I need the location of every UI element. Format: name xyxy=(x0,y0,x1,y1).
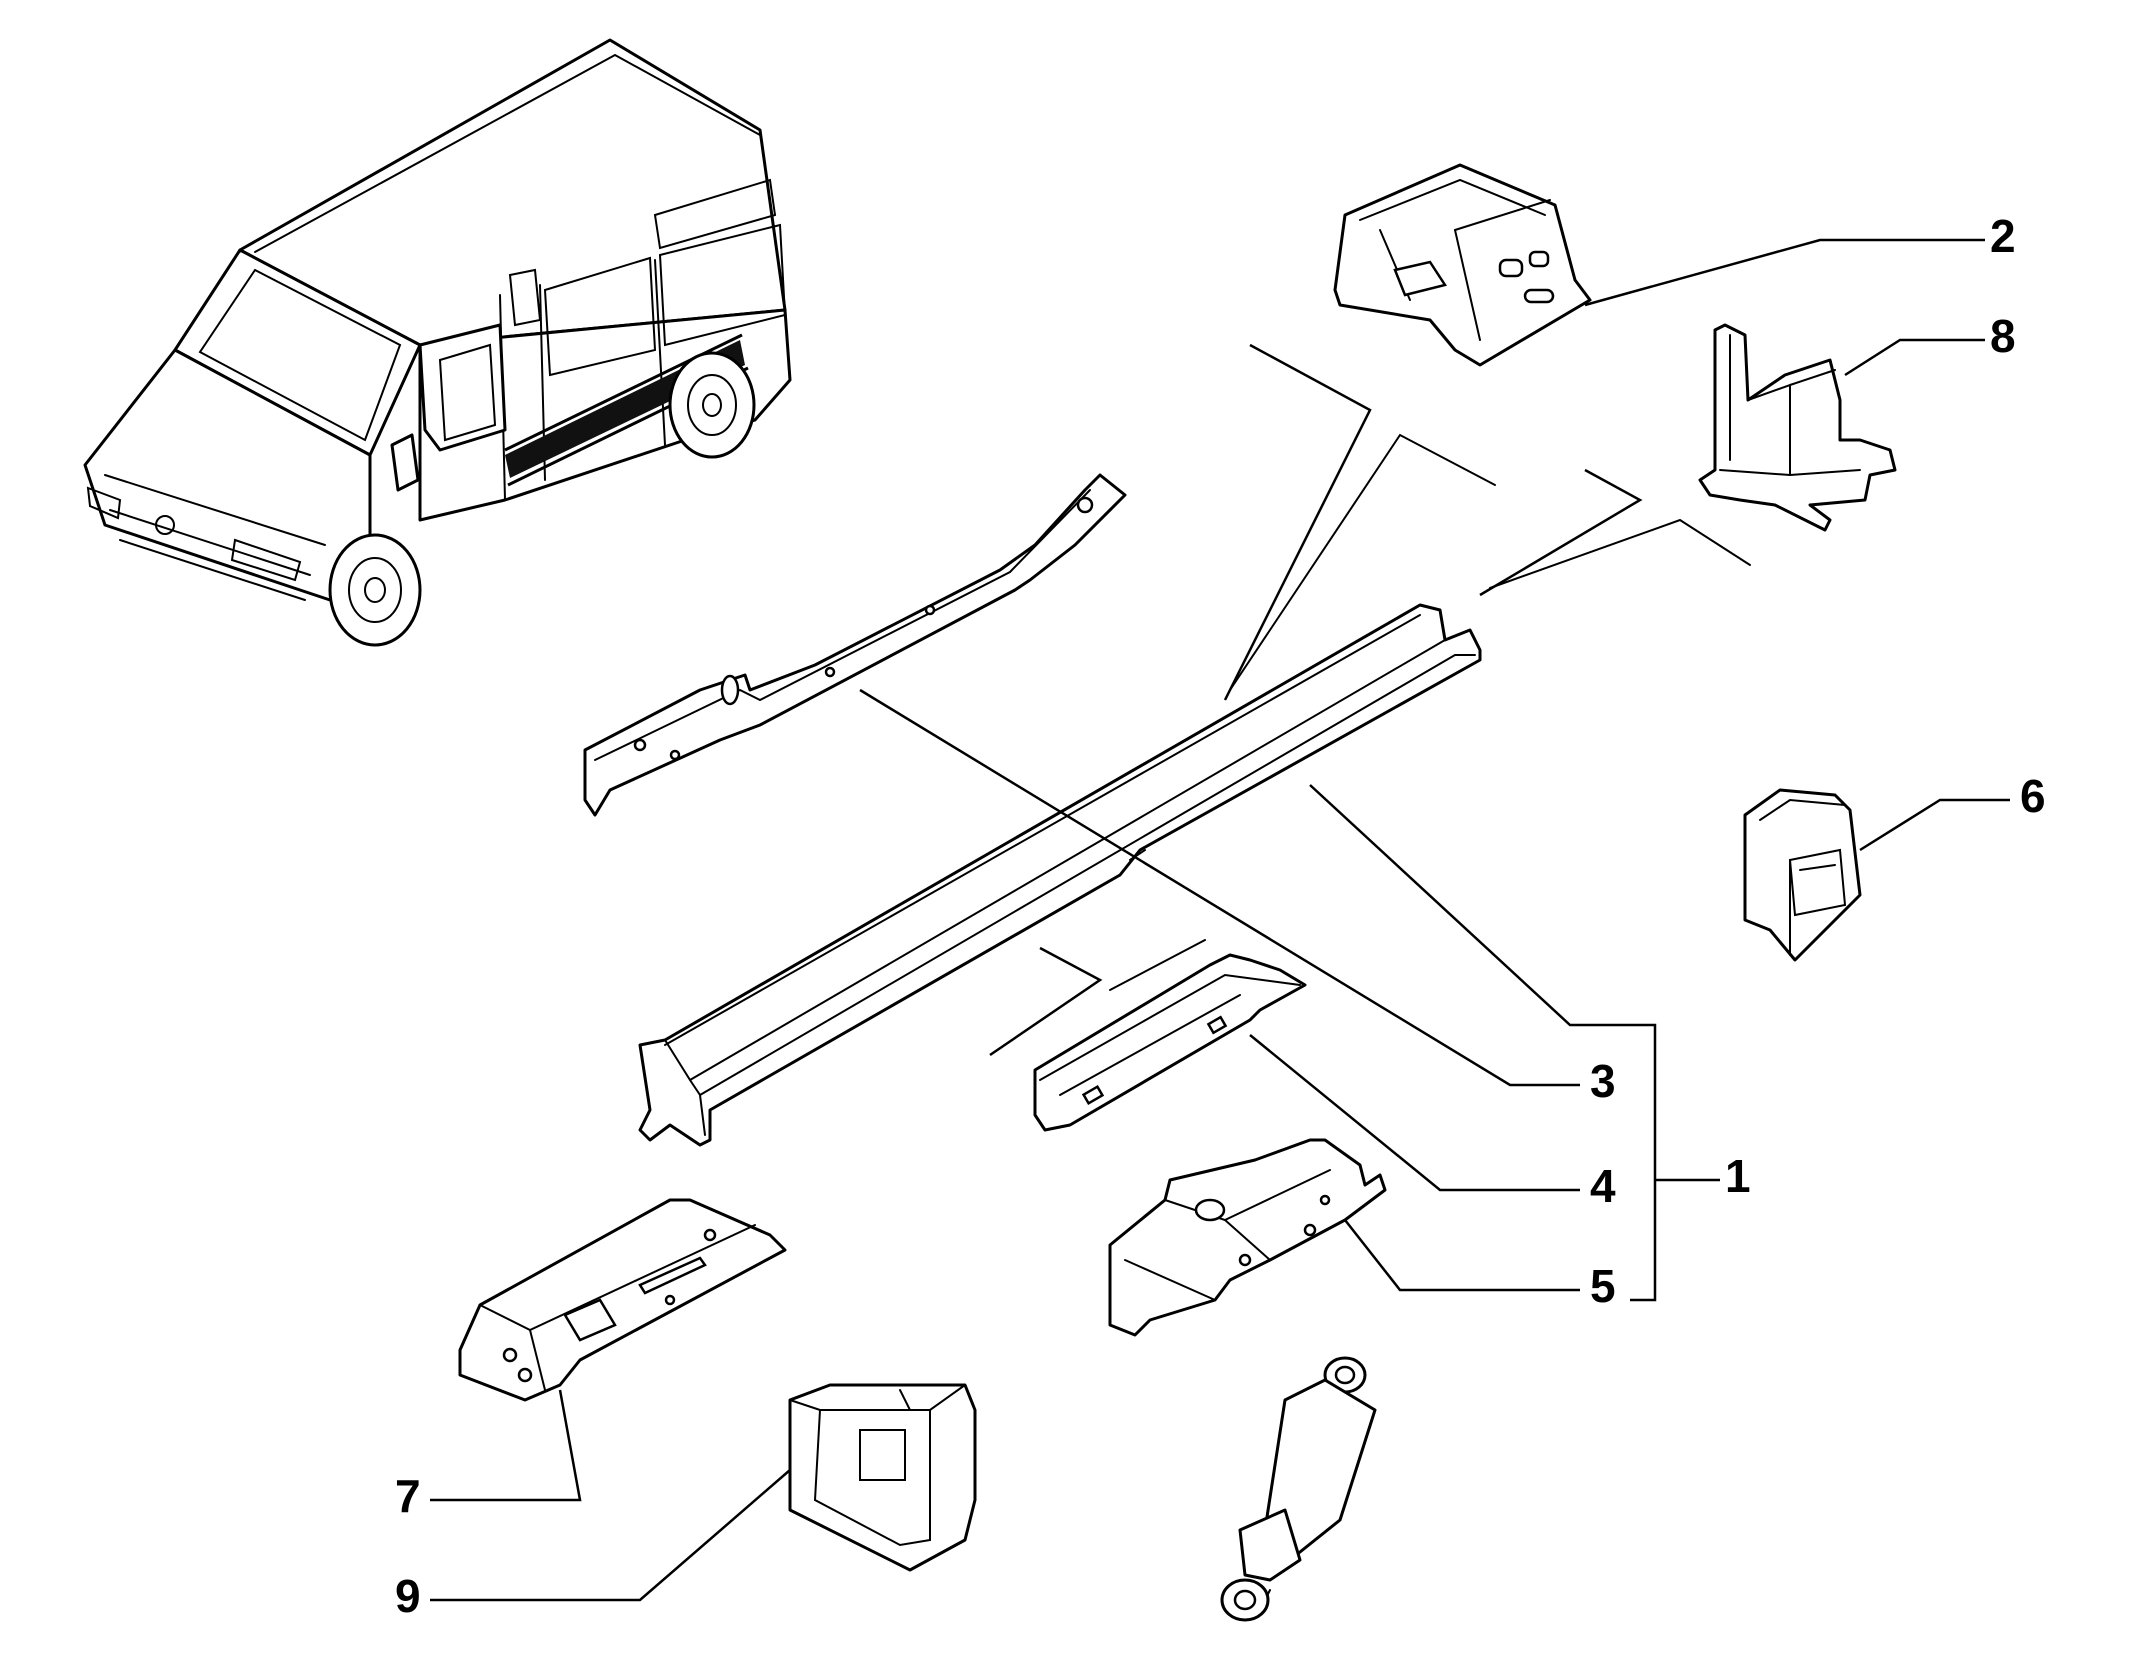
callout-3: 3 xyxy=(1590,1055,1616,1107)
part-7-bracket xyxy=(458,1198,787,1402)
part-5-plate xyxy=(1108,1138,1387,1337)
front-wheel xyxy=(328,533,422,647)
leader-lines xyxy=(430,238,2010,1602)
part-8-bracket xyxy=(1698,323,1897,532)
van-illustration xyxy=(83,38,792,647)
callout-labels: 1 2 3 4 5 6 7 8 9 xyxy=(395,210,2046,1622)
rear-wheel xyxy=(668,351,756,459)
callout-9: 9 xyxy=(395,1570,421,1622)
shock-absorber xyxy=(1220,1356,1377,1622)
callout-2: 2 xyxy=(1990,210,2016,262)
callout-5: 5 xyxy=(1590,1260,1616,1312)
callout-6: 6 xyxy=(2020,770,2046,822)
part-9-box xyxy=(788,1383,977,1572)
part-1-sill xyxy=(638,603,1482,1147)
callout-7: 7 xyxy=(395,1470,421,1522)
part-6-block xyxy=(1743,788,1862,962)
part-2-bracket xyxy=(1333,163,1592,367)
callout-8: 8 xyxy=(1990,310,2016,362)
callout-4: 4 xyxy=(1590,1160,1616,1212)
part-3-rail xyxy=(583,473,1127,817)
part-4-rail xyxy=(1033,953,1307,1132)
callout-1: 1 xyxy=(1725,1150,1751,1202)
